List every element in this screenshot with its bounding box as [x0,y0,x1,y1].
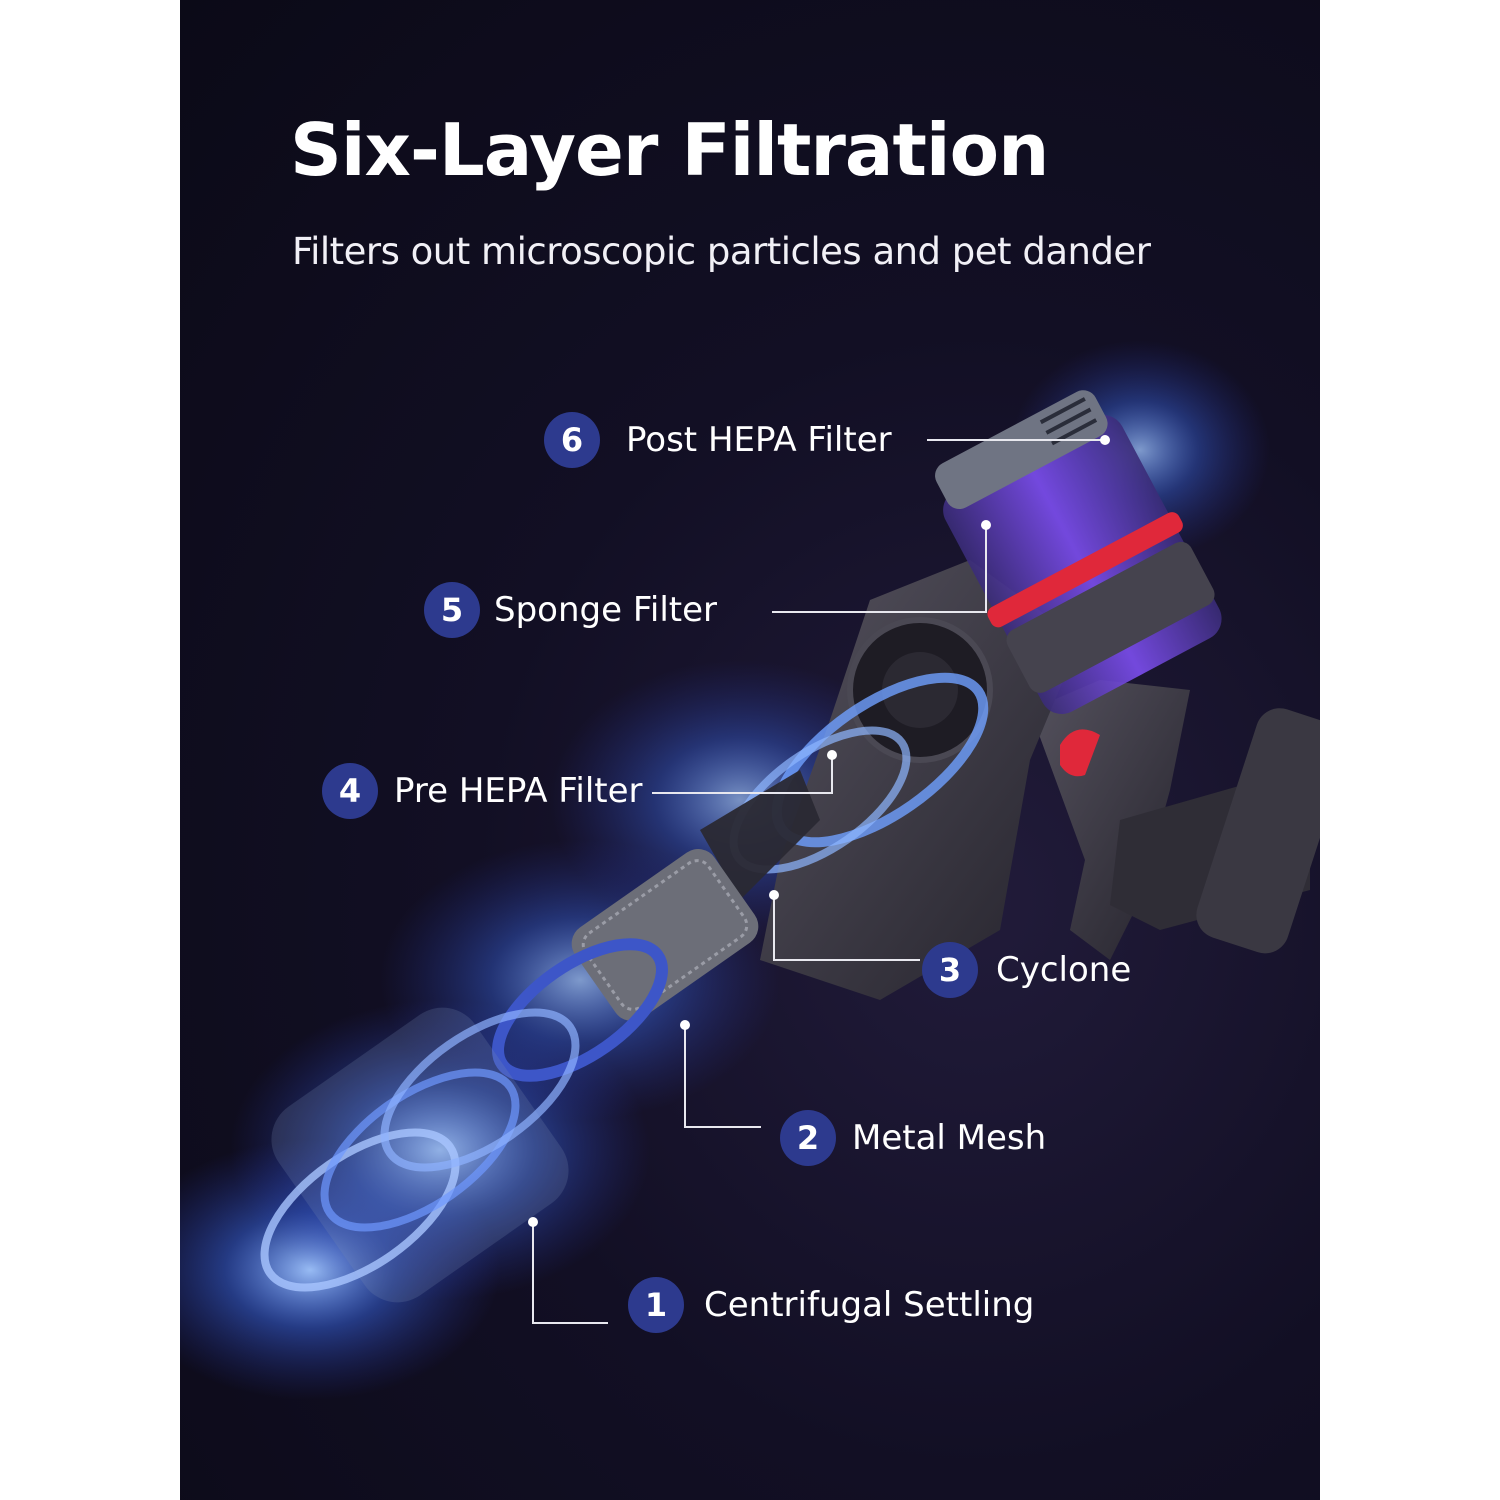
callout-sponge-filter: 5 Sponge Filter [424,582,717,638]
callout-cyclone: 3 Cyclone [922,942,1131,998]
page-title: Six-Layer Filtration [290,108,1049,192]
cyclone-cone-part [700,770,820,900]
centrifugal-bin-part [260,1007,580,1303]
dustbin [935,390,1222,714]
leader-line-4 [652,755,833,794]
leader-line-2 [684,1025,761,1128]
metal-mesh-part [492,849,759,1082]
leader-line-3 [773,895,920,961]
step-badge: 4 [322,763,378,819]
callout-label: Pre HEPA Filter [394,771,643,811]
callout-pre-hepa-filter: 4 Pre HEPA Filter [322,763,643,819]
callout-label: Metal Mesh [852,1118,1047,1158]
step-badge: 5 [424,582,480,638]
step-badge: 6 [544,412,600,468]
callout-label: Cyclone [996,950,1132,990]
callout-label: Sponge Filter [494,590,718,630]
step-badge: 2 [780,1110,836,1166]
filter-stack [260,672,989,1303]
callout-label: Post HEPA Filter [626,420,892,460]
callout-label: Centrifugal Settling [704,1285,1035,1325]
callout-post-hepa-filter: 6 Post HEPA Filter [544,412,892,468]
leader-line-1 [532,1222,608,1324]
page-subtitle: Filters out microscopic particles and pe… [292,230,1151,273]
step-badge: 3 [922,942,978,998]
step-badge: 1 [628,1277,684,1333]
callout-metal-mesh: 2 Metal Mesh [780,1110,1046,1166]
vacuum-exploded-illustration [180,340,1320,1400]
leader-line-5 [772,525,987,613]
motor-body [760,560,1080,1000]
product-infographic-panel: Six-Layer Filtration Filters out microsc… [180,0,1320,1500]
leader-lines [528,435,1110,1324]
callout-centrifugal-settling: 1 Centrifugal Settling [628,1277,1034,1333]
